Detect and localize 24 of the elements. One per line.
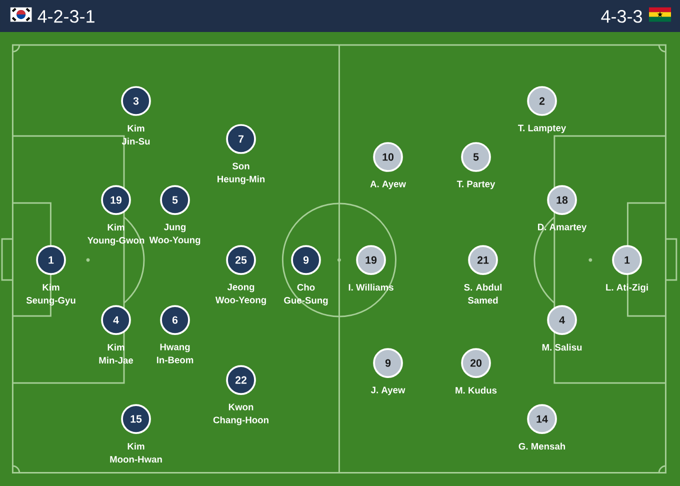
player-name: T. Partey <box>456 180 496 190</box>
player-name: Son Heung-Min <box>218 162 265 184</box>
player-name: Kim Moon-Hwan <box>110 442 162 463</box>
player-name: I. Williams <box>348 284 394 291</box>
player-name: G. Mensah <box>518 442 566 450</box>
player-name: M. Salisu <box>542 344 582 351</box>
formation-label: 4-3-3 <box>601 10 642 23</box>
player-name: Hwang In-Beom <box>156 344 194 364</box>
player-name: A. Ayew <box>370 180 406 190</box>
player-name: Kim Young-Gwon <box>88 224 144 246</box>
player-name: Jung Woo-Young <box>149 224 200 246</box>
player-name: M. Kudus <box>456 386 497 394</box>
formation-label: 4-2-3-1 <box>38 10 94 23</box>
player-name: Kim Min-Jae <box>99 344 134 364</box>
player-name: Kwon Chang-Hoon <box>213 404 268 426</box>
player-name: J. Ayew <box>370 386 406 396</box>
player-name: S. Abdul Samed <box>464 284 502 304</box>
player-name: Cho Gue-Sung <box>284 284 328 306</box>
player-name: Kim Jin-Su <box>122 124 150 145</box>
player-name: L. Ati-Zigi <box>606 284 648 293</box>
player-name: D. Amartey <box>538 224 587 232</box>
player-name: T. Lamptey <box>518 124 566 134</box>
player-name: Jeong Woo-Yeong <box>215 284 266 306</box>
player-name: Kim Seung-Gyu <box>26 284 76 306</box>
